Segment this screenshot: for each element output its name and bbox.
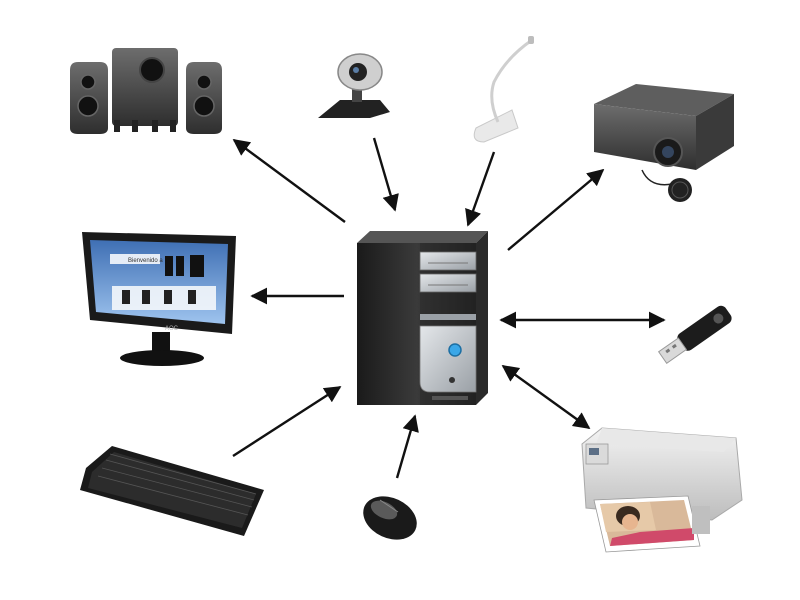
arrow-printer-bidirectional: [501, 365, 591, 429]
arrow-from-webcam: [372, 137, 399, 212]
keyboard-image: [80, 446, 264, 536]
printer-image: [581, 427, 743, 553]
webcam-image: [318, 53, 390, 118]
speakers-image: [70, 48, 222, 134]
mouse-image: [363, 496, 417, 540]
monitor-brand-logo: AOC: [165, 326, 179, 332]
arrow-to-projector: [507, 168, 605, 251]
system-unit-image: [357, 231, 488, 405]
arrow-from-mouse: [395, 414, 419, 479]
monitor-image: Bienvenido a AOC: [82, 232, 236, 366]
usb-flash-drive-image: [657, 305, 732, 364]
microphone-image: [473, 36, 534, 143]
arrow-from-microphone: [465, 151, 496, 227]
arrow-to-speakers: [232, 139, 346, 223]
arrow-from-keyboard: [232, 385, 342, 458]
monitor-screen-heading: Bienvenido a: [128, 258, 163, 264]
projector-image: [594, 84, 734, 202]
connection-arrows: [232, 137, 666, 479]
